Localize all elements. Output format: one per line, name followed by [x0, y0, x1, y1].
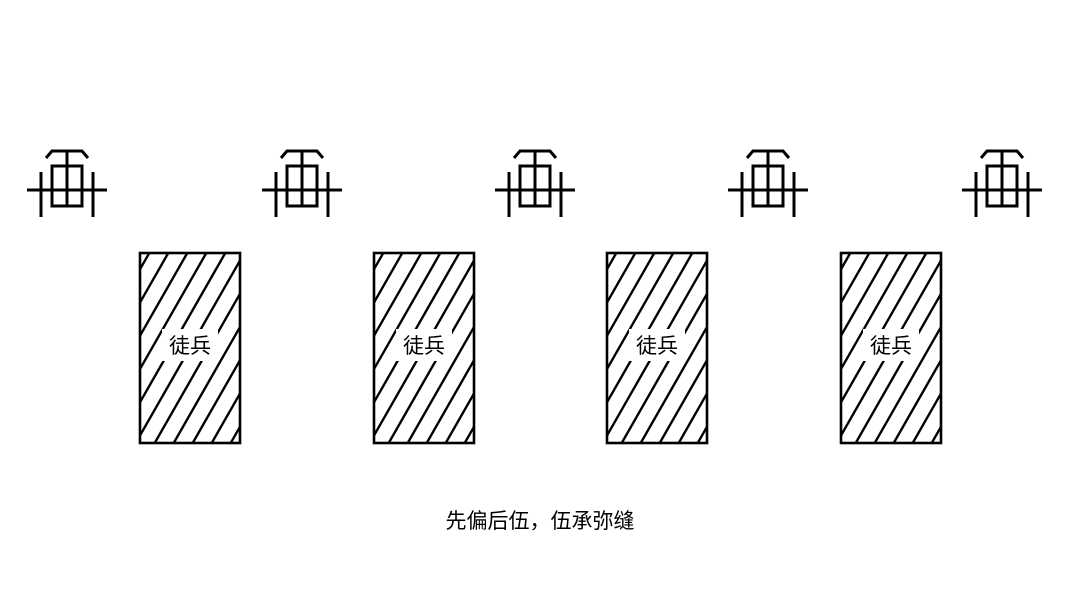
diagram-caption: 先偏后伍，伍承弥缝 — [445, 509, 635, 533]
chariot-icon — [962, 149, 1042, 217]
chariot-icon — [728, 149, 808, 217]
infantry-label: 徒兵 — [403, 334, 445, 358]
chariot-icon — [27, 149, 107, 217]
infantry-block-border — [839, 251, 943, 445]
infantry-label: 徒兵 — [169, 334, 211, 358]
infantry-block-border — [138, 251, 242, 445]
infantry-block-border — [372, 251, 476, 445]
infantry-block-border — [605, 251, 709, 445]
chariot-icon — [262, 149, 342, 217]
infantry-block: 徒兵 — [839, 251, 943, 445]
infantry-block: 徒兵 — [138, 251, 242, 445]
infantry-label: 徒兵 — [636, 334, 678, 358]
chariot-icon — [495, 149, 575, 217]
infantry-block: 徒兵 — [372, 251, 476, 445]
infantry-label: 徒兵 — [870, 334, 912, 358]
infantry-block: 徒兵 — [605, 251, 709, 445]
